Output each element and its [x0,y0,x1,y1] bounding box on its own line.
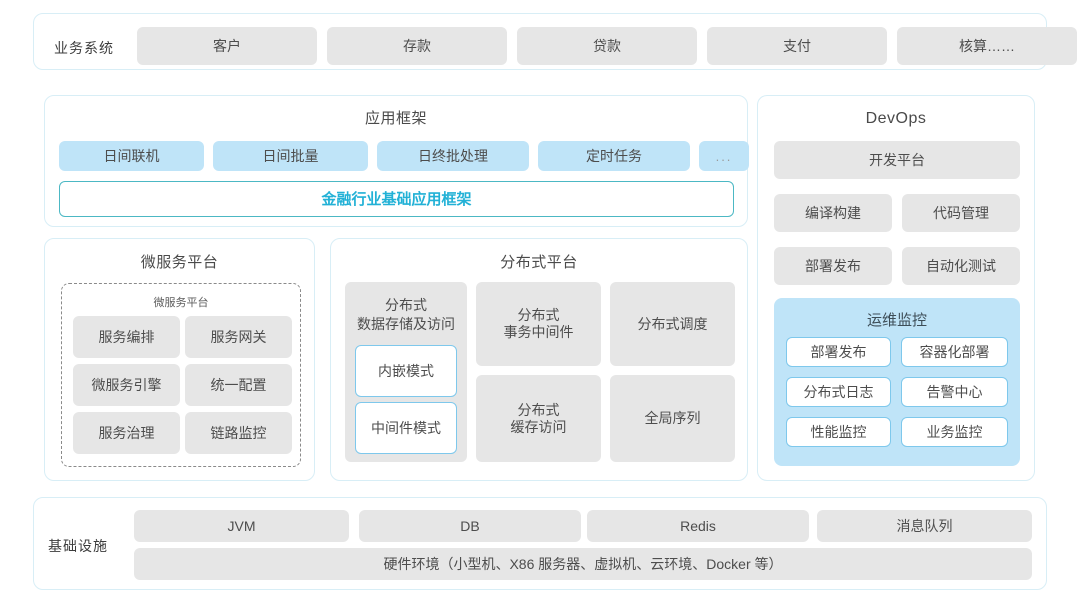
microservice-item-governance[interactable]: 服务治理 [73,412,180,454]
distributed-storage-mode-embedded[interactable]: 内嵌模式 [355,345,457,397]
business-item-deposit[interactable]: 存款 [327,27,507,65]
distributed-platform-title: 分布式平台 [500,254,578,271]
business-item-accounting[interactable]: 核算…… [897,27,1077,65]
devops-item-code-management[interactable]: 代码管理 [902,194,1020,232]
devops-title: DevOps [865,110,927,127]
app-framework-title: 应用框架 [364,110,427,127]
devops-dev-platform[interactable]: 开发平台 [774,141,1020,179]
devops-monitoring-box: 运维监控 部署发布 容器化部署 分布式日志 告警中心 性能监控 业务监控 [774,298,1020,466]
monitoring-item-containerized-deploy[interactable]: 容器化部署 [901,337,1008,367]
business-item-customer[interactable]: 客户 [137,27,317,65]
distributed-storage-mode-middleware[interactable]: 中间件模式 [355,402,457,454]
distributed-platform-card: 分布式平台 分布式 数据存储及访问 内嵌模式 中间件模式 分布式 事务中间件 分… [330,238,748,481]
microservice-item-engine[interactable]: 微服务引擎 [73,364,180,406]
infrastructure-item-message-queue[interactable]: 消息队列 [817,510,1032,542]
app-framework-card: 应用框架 日间联机 日间批量 日终批处理 定时任务 ... 金融行业基础应用框架 [44,95,749,227]
infrastructure-item-redis[interactable]: Redis [587,510,809,542]
infrastructure-band: 基础设施 JVM DB Redis 消息队列 硬件环境（小型机、X86 服务器、… [33,497,1047,590]
distributed-item-transaction-middleware[interactable]: 分布式 事务中间件 [476,282,601,366]
monitoring-item-deploy-release[interactable]: 部署发布 [786,337,891,367]
microservice-inner-title: 微服务平台 [153,297,209,309]
app-framework-item-scheduled-task[interactable]: 定时任务 [538,141,690,171]
distributed-item-scheduling[interactable]: 分布式调度 [610,282,735,366]
distributed-item-global-sequence[interactable]: 全局序列 [610,375,735,462]
business-system-band: 业务系统 客户 存款 贷款 支付 核算…… [33,13,1077,70]
microservice-platform-title: 微服务平台 [140,254,219,271]
infrastructure-item-jvm[interactable]: JVM [134,510,349,542]
devops-item-automated-test[interactable]: 自动化测试 [902,247,1020,285]
devops-monitoring-title: 运维监控 [866,312,927,329]
app-framework-item-daytime-online[interactable]: 日间联机 [59,141,204,171]
business-system-label: 业务系统 [54,40,114,56]
devops-item-deploy-release[interactable]: 部署发布 [774,247,892,285]
devops-item-build[interactable]: 编译构建 [774,194,892,232]
monitoring-item-performance-monitor[interactable]: 性能监控 [786,417,891,447]
microservice-item-trace-monitor[interactable]: 链路监控 [185,412,292,454]
business-item-loan[interactable]: 贷款 [517,27,697,65]
monitoring-item-distributed-log[interactable]: 分布式日志 [786,377,891,407]
microservice-inner-box: 微服务平台 服务编排 服务网关 微服务引擎 统一配置 服务治理 链路监控 [61,283,301,467]
microservice-item-orchestration[interactable]: 服务编排 [73,316,180,358]
monitoring-item-alert-center[interactable]: 告警中心 [901,377,1008,407]
business-item-payment[interactable]: 支付 [707,27,887,65]
app-framework-item-more[interactable]: ... [699,141,749,171]
monitoring-item-business-monitor[interactable]: 业务监控 [901,417,1008,447]
microservice-platform-card: 微服务平台 微服务平台 服务编排 服务网关 微服务引擎 统一配置 服务治理 链路… [44,238,315,481]
distributed-storage-title: 分布式 数据存储及访问 [357,297,455,332]
infrastructure-label: 基础设施 [48,538,108,554]
infrastructure-hardware-environment[interactable]: 硬件环境（小型机、X86 服务器、虚拟机、云环境、Docker 等） [134,548,1032,580]
distributed-storage-group: 分布式 数据存储及访问 内嵌模式 中间件模式 [345,282,467,462]
microservice-item-gateway[interactable]: 服务网关 [185,316,292,358]
distributed-item-cache-access[interactable]: 分布式 缓存访问 [476,375,601,462]
app-framework-item-daytime-batch[interactable]: 日间批量 [213,141,368,171]
devops-card: DevOps 开发平台 编译构建 代码管理 部署发布 自动化测试 运维监控 部署… [757,95,1035,481]
app-framework-item-eod-batch[interactable]: 日终批处理 [377,141,529,171]
microservice-item-unified-config[interactable]: 统一配置 [185,364,292,406]
app-framework-foundation[interactable]: 金融行业基础应用框架 [59,181,734,217]
infrastructure-item-db[interactable]: DB [359,510,581,542]
